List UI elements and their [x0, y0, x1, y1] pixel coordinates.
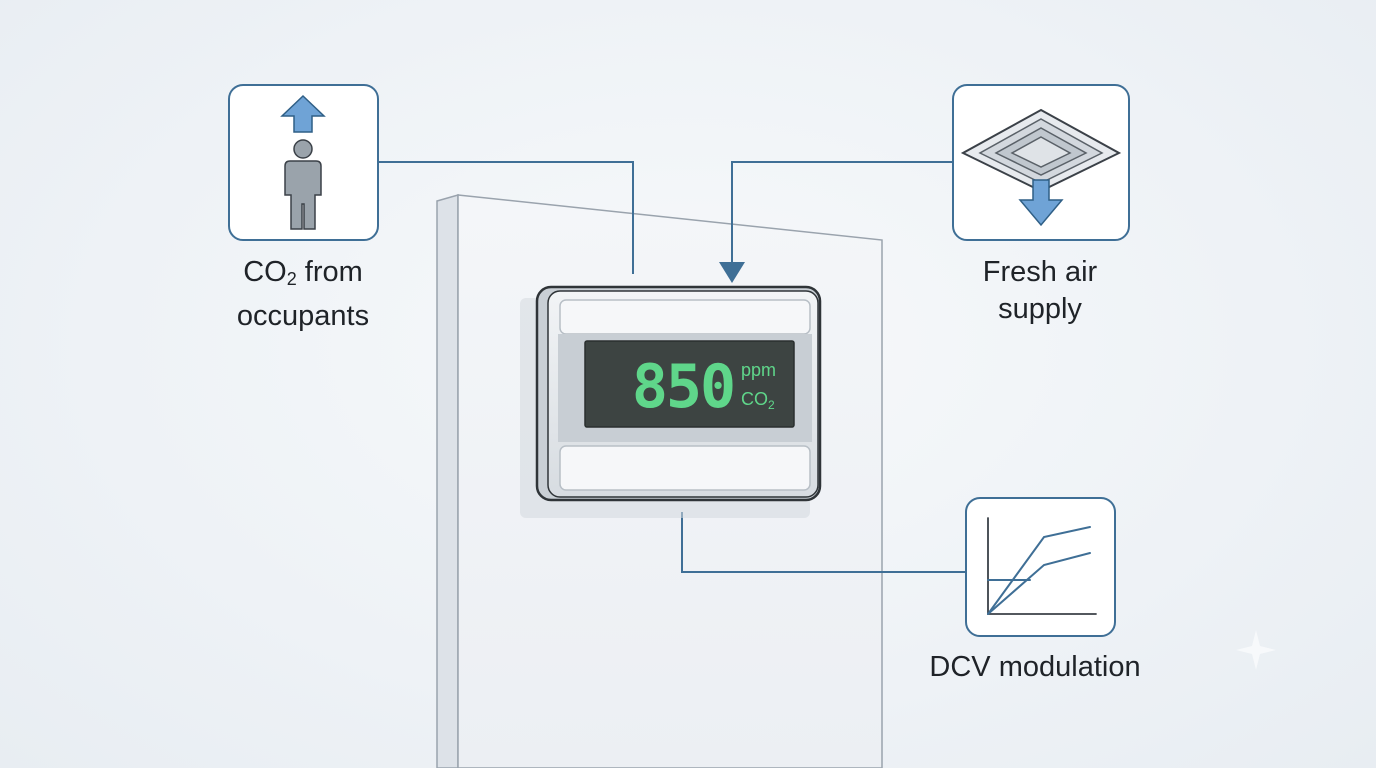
co2-occupants-label: CO2 from occupants — [208, 254, 398, 335]
lcd-screen — [584, 340, 795, 428]
sparkle-icon — [1236, 630, 1276, 670]
co2-occupants-line2: occupants — [236, 300, 370, 332]
connector-lines — [378, 161, 966, 573]
co2-reading: 850 — [632, 352, 734, 422]
fresh-air-line2: supply — [998, 293, 1082, 325]
reading-gas-sub: 2 — [768, 398, 775, 412]
line-chart-icon — [987, 517, 1097, 615]
dcv-connector — [681, 512, 966, 573]
dcv-label: DCV modulation — [900, 649, 1170, 686]
ceiling-diffuser-down-arrow-icon — [960, 108, 1122, 227]
occupant-icon-box — [228, 84, 379, 241]
co2-label-rest: from — [296, 256, 363, 288]
dcv-label-text: DCV modulation — [929, 651, 1141, 683]
co2-label-sub: 2 — [286, 269, 297, 289]
fresh-air-label: Fresh air supply — [940, 254, 1140, 328]
reading-gas-main: CO — [741, 389, 768, 409]
fresh-air-arrowhead — [719, 262, 745, 283]
fresh-air-line1: Fresh air — [982, 256, 1098, 288]
diffuser-icon-box — [952, 84, 1130, 241]
dcv-icon-box — [965, 497, 1116, 637]
fresh-air-connector — [731, 161, 952, 262]
co2-sensor-device: 850 ppm CO2 — [520, 285, 822, 518]
reading-unit: ppm — [741, 360, 776, 380]
occupant-connector — [378, 161, 634, 274]
co2-occupants-line1: CO2 from — [208, 254, 398, 298]
co2-label-main: CO — [243, 256, 287, 288]
reading-gas: CO2 — [741, 389, 775, 412]
person-up-arrow-icon — [280, 94, 326, 230]
